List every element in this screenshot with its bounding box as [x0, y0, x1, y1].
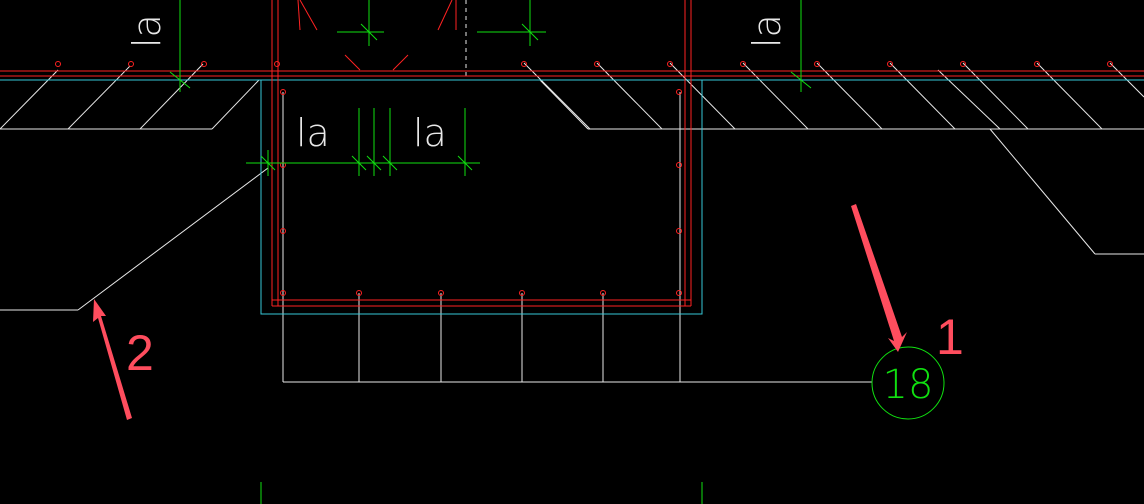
annotation-arrow-1: [851, 204, 907, 352]
anchor-label-top-right: la: [745, 14, 789, 48]
anchor-label-top-left: la: [125, 14, 169, 48]
rebar-lines: [0, 0, 1144, 307]
detail-tag-number: 18: [883, 362, 934, 408]
annotation-arrow-2: [93, 299, 132, 420]
pit-outline: [0, 79, 1144, 315]
annotation-label-2: 2: [126, 325, 154, 381]
detail-tag[interactable]: 18: [871, 346, 945, 420]
annotation-label-1: 1: [936, 309, 964, 365]
anchor-label-dim-right: la: [413, 111, 447, 155]
dimension-lines: [169, 0, 812, 504]
anchor-label-dim-left: la: [296, 111, 330, 155]
rebar-dots: [55, 61, 1113, 296]
slab-linework: [0, 0, 1144, 383]
detail-tag-circle: [871, 346, 945, 420]
